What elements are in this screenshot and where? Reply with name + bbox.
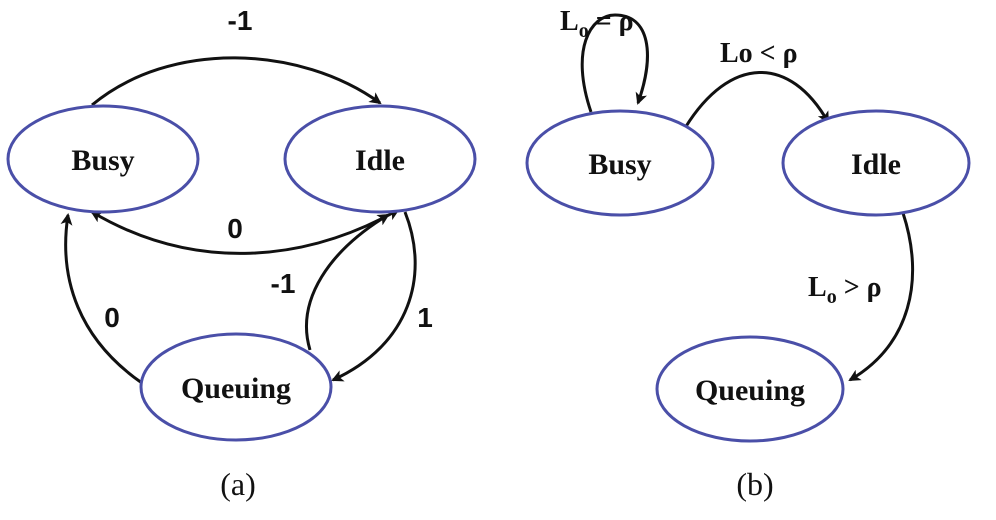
- edge-a-queuing-to-busy: [60, 213, 143, 385]
- edge-a-idle-to-queuing: [331, 211, 417, 382]
- node-b-busy-label: Busy: [588, 148, 651, 181]
- label-a-idle-to-queuing: 1: [417, 302, 433, 333]
- edge-b-busy-to-idle: [683, 71, 830, 129]
- label-b-busy-self-rest: = ρ: [589, 6, 634, 37]
- node-a-busy-label: Busy: [71, 144, 134, 177]
- node-a-queuing: [139, 332, 333, 442]
- node-a-idle-label: Idle: [355, 144, 405, 177]
- edge-b-busy-self-loop: [580, 13, 649, 113]
- node-b-busy: [525, 109, 715, 217]
- panel-b: Busy Idle Queuing Lo = ρ Lo < ρ Lo > ρ (…: [525, 6, 971, 502]
- label-b-busy-self-sub: o: [579, 20, 589, 42]
- edge-a-busy-to-idle: [91, 56, 382, 107]
- edge-a-idle-busy: [90, 208, 400, 255]
- edge-a-queuing-to-idle: [305, 213, 390, 351]
- node-a-idle: [283, 104, 477, 214]
- caption-a: (a): [220, 466, 256, 502]
- edge-b-idle-to-queuing: [848, 212, 915, 382]
- label-b-idle-to-queuing-sub: o: [827, 286, 837, 308]
- label-b-busy-self-main: L: [560, 6, 579, 37]
- node-b-queuing-label: Queuing: [695, 374, 805, 407]
- node-b-queuing: [655, 335, 845, 443]
- label-b-busy-to-idle: Lo < ρ: [720, 38, 798, 69]
- label-a-queuing-to-busy: 0: [104, 302, 120, 333]
- label-a-queuing-to-idle: -1: [271, 268, 296, 299]
- label-b-idle-to-queuing-rest: > ρ: [837, 272, 882, 303]
- label-a-busy-to-idle: -1: [228, 5, 253, 36]
- node-b-idle: [781, 109, 971, 217]
- label-b-busy-self: Lo = ρ: [560, 6, 634, 42]
- node-b-idle-label: Idle: [851, 148, 901, 181]
- node-a-busy: [6, 104, 200, 214]
- panel-a: Busy Idle Queuing -1 0 -1 0 1 (a): [6, 5, 477, 502]
- label-a-idle-to-busy: 0: [227, 213, 243, 244]
- caption-b: (b): [736, 466, 773, 502]
- node-a-queuing-label: Queuing: [181, 372, 291, 405]
- label-b-idle-to-queuing-main: L: [808, 272, 827, 303]
- label-b-idle-to-queuing: Lo > ρ: [808, 272, 882, 308]
